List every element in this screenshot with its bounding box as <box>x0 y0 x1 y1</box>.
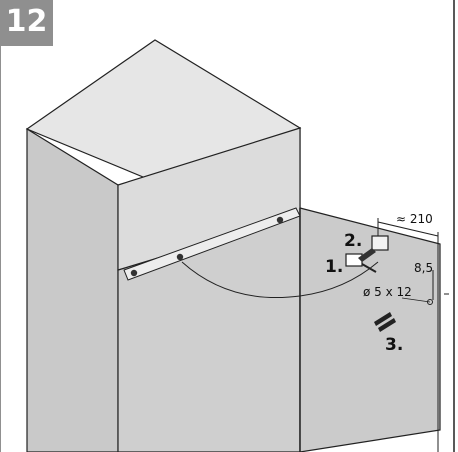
swing-arc <box>181 261 379 299</box>
dimension-offset-label: 8,5 <box>414 261 433 275</box>
step3-label: 3. <box>385 335 403 355</box>
bracket-step2 <box>358 235 389 262</box>
dimension-offset <box>432 262 449 305</box>
hinge-rail <box>123 207 301 281</box>
step2-label: 2. <box>344 231 362 251</box>
door-panel <box>299 207 441 452</box>
step1-label: 1. <box>325 257 343 277</box>
dimension-width-label: ≈ 210 <box>396 212 433 226</box>
step-number-badge: 12 <box>0 0 53 46</box>
bracket-step1 <box>345 253 377 273</box>
screw-icon <box>374 297 433 332</box>
screw-spec-label: ø 5 x 12 <box>363 285 412 299</box>
appliance-body <box>25 39 302 452</box>
